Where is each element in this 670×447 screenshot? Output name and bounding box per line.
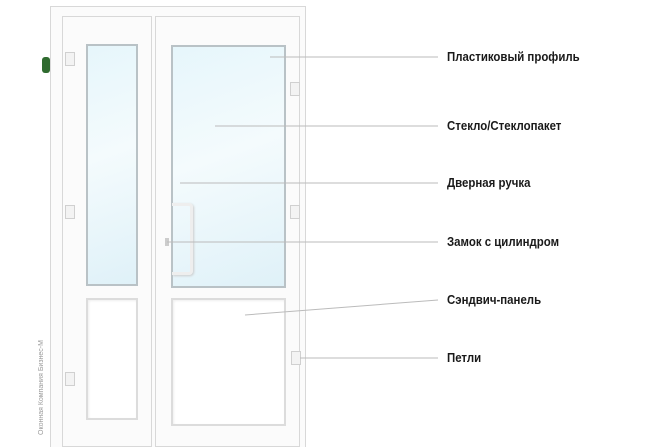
- label-panel: Сэндвич-панель: [447, 292, 542, 307]
- right-glass: [171, 45, 286, 288]
- hinge: [65, 205, 75, 219]
- hinge: [65, 372, 75, 386]
- label-lock: Замок с цилиндром: [447, 234, 560, 249]
- label-hinges: Петли: [447, 350, 482, 365]
- label-profile: Пластиковый профиль: [447, 49, 580, 64]
- left-glass: [86, 44, 138, 286]
- hinge: [65, 52, 75, 66]
- door-handle: [172, 203, 193, 275]
- left-sandwich-panel: [86, 298, 138, 420]
- label-glass: Стекло/Стеклопакет: [447, 118, 562, 133]
- watermark: Оконная Компания Бизнес-М: [38, 340, 45, 435]
- right-sandwich-panel: [171, 298, 286, 426]
- hinge: [290, 82, 300, 96]
- green-clip-icon: [42, 57, 50, 73]
- leader-line-panel: [244, 299, 439, 316]
- label-handle: Дверная ручка: [447, 175, 531, 190]
- hinge: [290, 205, 300, 219]
